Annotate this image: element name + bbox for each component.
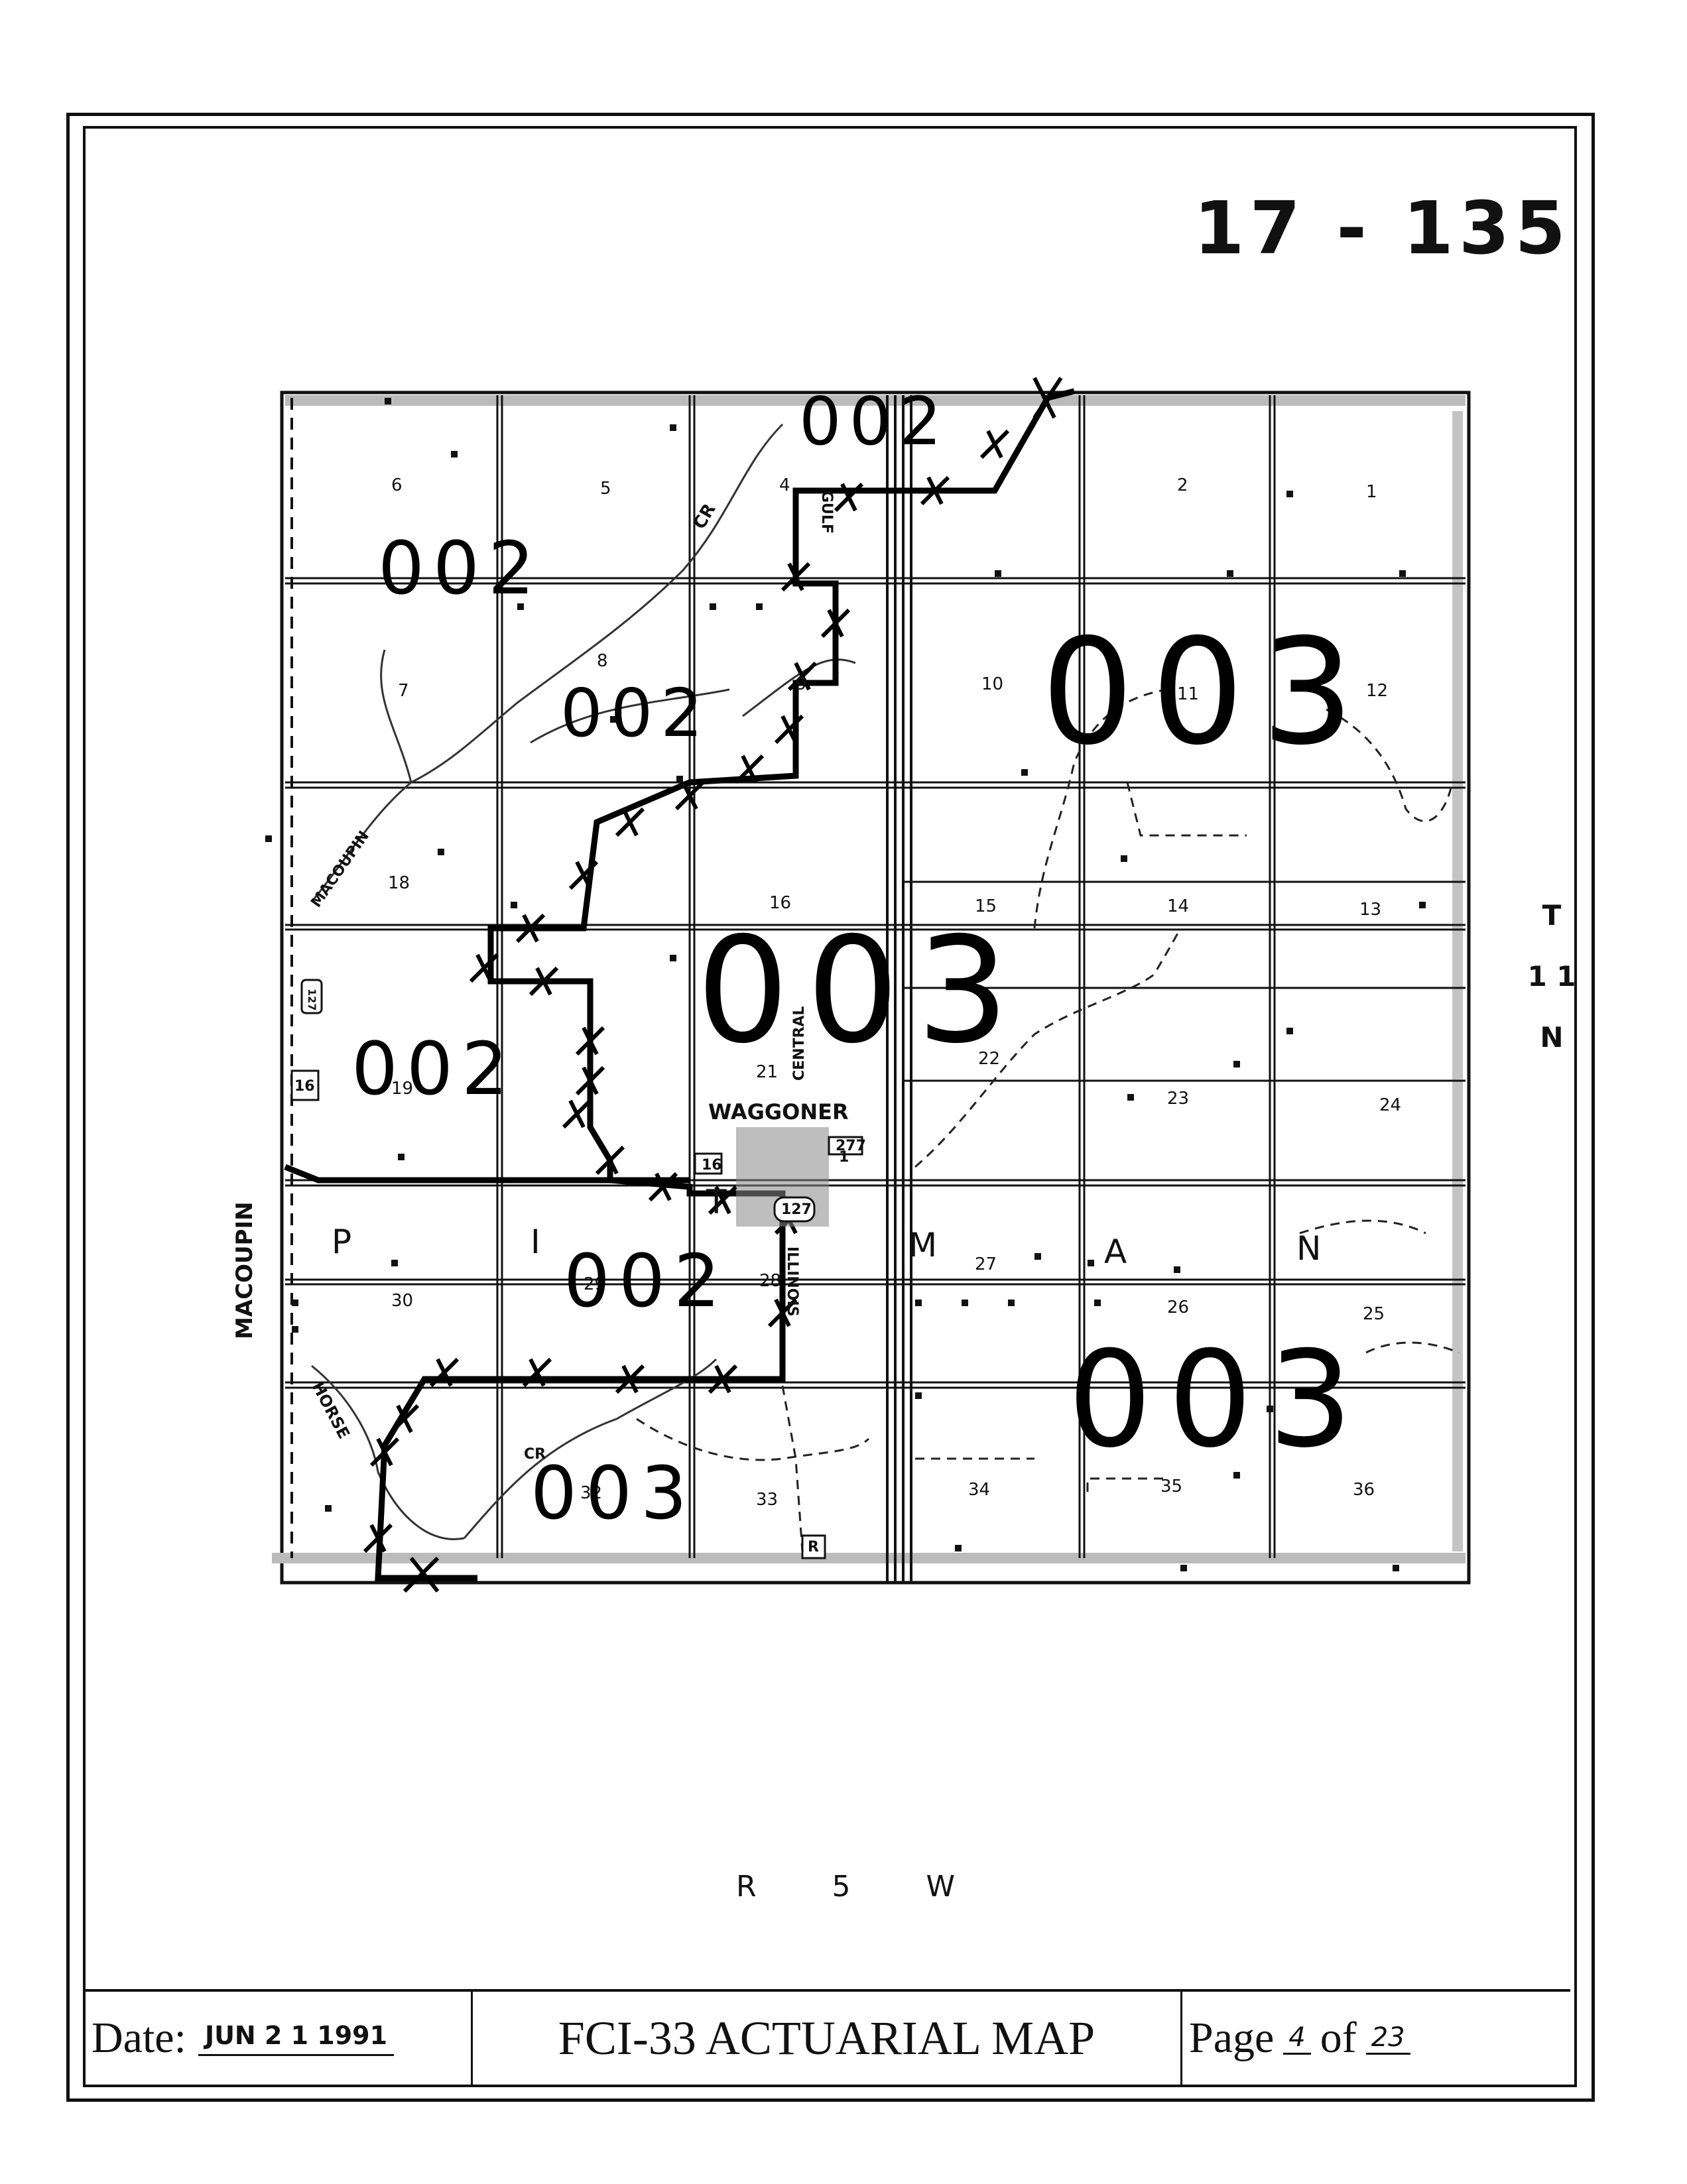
shade-bottom [272,1553,1466,1563]
date-stamp: JUN 2 1 1991 [198,2021,395,2056]
page-number: 4 [1283,2022,1311,2055]
shield-label: 16 [294,1078,315,1095]
map-frame [280,391,1471,1585]
section-number: 4 [779,475,790,495]
section-number: 6 [391,475,403,495]
section-number: 1 [1366,482,1377,502]
section-number: 5 [600,479,611,499]
section-number: 18 [388,873,410,893]
zone-label: 003 [696,906,1027,1075]
section-number: 15 [975,896,997,916]
inner-border [83,126,1577,2087]
zone-label: 003 [531,1451,696,1536]
township-number: 1 1 [1527,960,1576,993]
township-letter: N [1296,1229,1321,1268]
section-number: 8 [597,651,608,671]
section-number: 36 [1353,1480,1375,1500]
footer-title-cell: FCI-33 ACTUARIAL MAP [473,1992,1182,2085]
section-number: 9 [796,674,807,694]
page-label: Page [1189,2014,1275,2062]
section-number: 14 [1167,896,1189,916]
rail-label-gulf: GULF [818,491,835,534]
route-shield-labels: 16 277 16 127 127 1 R [294,989,866,1555]
zone-label: 002 [564,1239,729,1323]
township-letter: A [1104,1233,1127,1271]
footer-page-cell: Page 4 of 23 [1182,1992,1570,2085]
section-number: 33 [756,1490,778,1510]
township-n: N [1540,1021,1564,1054]
footer-date-cell: Date: JUN 2 1 1991 [85,1992,473,2085]
zone-label: 002 [378,526,543,611]
shield-label: 1 [839,1149,849,1166]
section-number: 12 [1366,681,1388,701]
rail-label-central: CENTRAL [791,1006,808,1081]
section-number: 28 [759,1271,781,1291]
section-number: 29 [584,1274,605,1294]
township-t: T [1542,899,1562,932]
interstate-highway [886,395,912,1581]
section-number: 24 [1379,1095,1401,1115]
section-number: 27 [975,1254,997,1274]
date-label: Date: [92,2014,186,2062]
township-letter: T [706,1183,727,1221]
section-number: 16 [769,893,791,913]
section-number: 26 [1167,1298,1189,1317]
section-number: 19 [391,1079,413,1099]
shield-label: 277 [836,1138,866,1154]
section-number: 34 [968,1480,990,1500]
section-number: 13 [1359,900,1381,920]
page-total: 23 [1365,2022,1410,2055]
section-number: 21 [756,1062,778,1082]
township-letter: M [908,1226,937,1264]
drainage-lines [636,688,1460,1552]
shield-label: R [808,1539,819,1555]
section-number: 25 [1363,1304,1385,1324]
section-number: 22 [978,1049,1000,1069]
shade-right [1452,411,1463,1551]
zone-label: 003 [1068,1323,1369,1477]
shield-label: 127 [781,1201,812,1218]
shield-label: 16 [702,1157,722,1174]
section-number: 35 [1160,1477,1182,1496]
zone-label: 002 [560,674,711,752]
section-number: 7 [398,681,409,701]
township-letter: P [332,1223,351,1261]
section-number: 10 [981,674,1003,694]
sheet-number: 17 - 135 [1194,186,1571,271]
town-name: WAGGONER [708,1099,849,1124]
stream-label-macoupin-west: MACOUPIN [231,1201,258,1339]
township-letter: I [531,1223,540,1261]
stream-label-cr-south: CR [524,1446,546,1463]
page-of: of [1320,2014,1357,2062]
range-label: R 5 W [736,1870,989,1904]
footer-bar: Date: JUN 2 1 1991 FCI-33 ACTUARIAL MAP … [85,1989,1570,2085]
zone-label: 002 [351,1026,517,1111]
section-number: 2 [1177,475,1188,495]
building-marks [265,398,1426,1571]
section-number: 30 [391,1291,413,1311]
outer-border [66,113,1595,2102]
shield-label: 127 [306,989,318,1010]
shade-top [285,395,1466,406]
township-label: T 1 1 N [1525,885,1578,1068]
section-number: 32 [580,1483,602,1503]
zone-label: 003 [1041,607,1371,777]
boundary-x-marks [363,377,1063,1593]
stream-label-macoupin-creek: MACOUPIN [308,828,373,910]
rail-label-illinois: ILLINOIS [784,1246,800,1317]
route-shields [290,979,863,1559]
map-title: FCI-33 ACTUARIAL MAP [558,2011,1095,2065]
section-number: 23 [1167,1089,1189,1109]
zone-boundary-line [284,388,1076,1581]
section-number: 11 [1177,684,1199,704]
zone-label: 002 [799,383,950,460]
township-name: P I T M A N [332,1183,1321,1271]
